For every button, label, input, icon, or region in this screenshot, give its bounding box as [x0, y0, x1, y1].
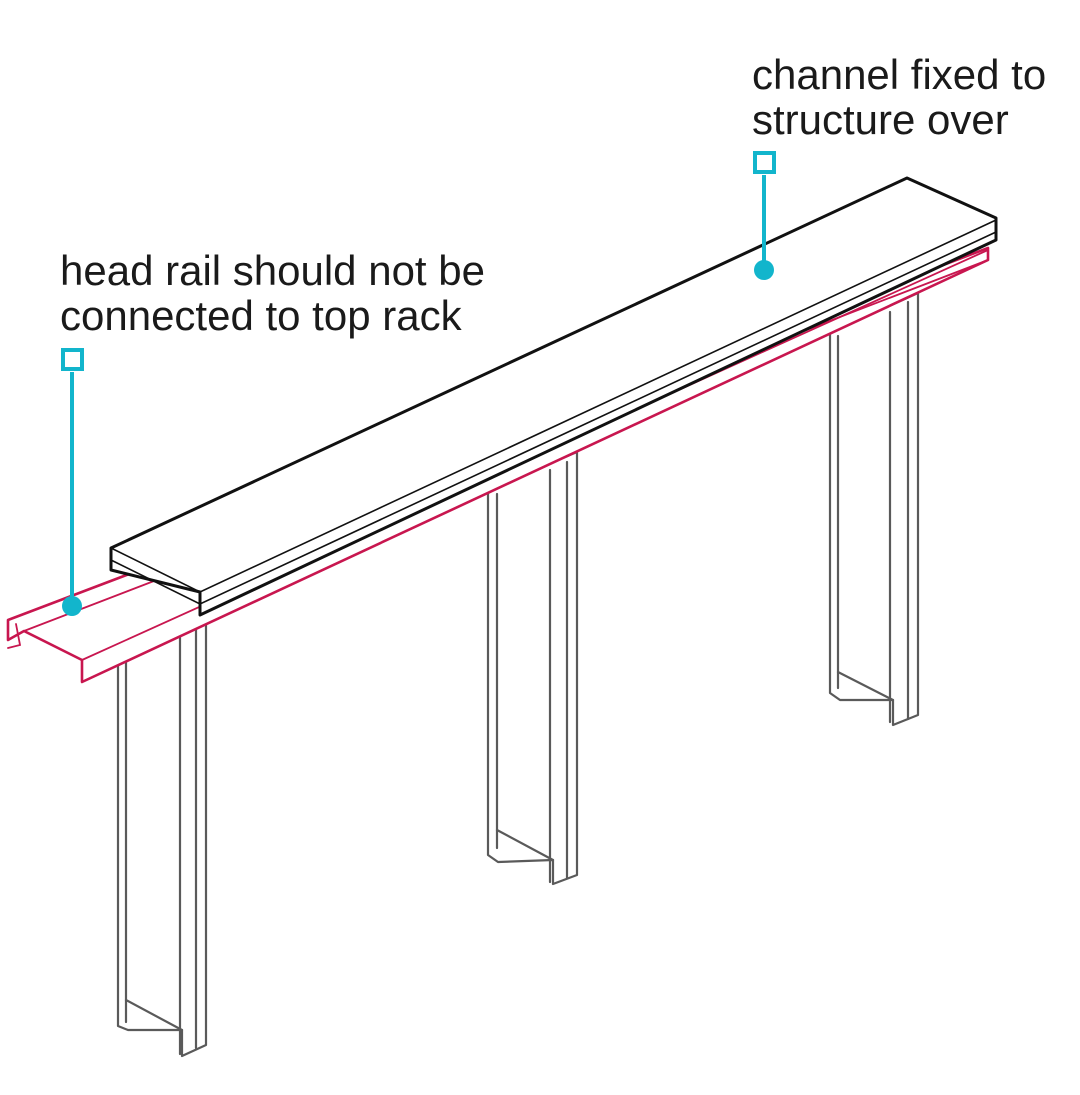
stud-right	[828, 291, 920, 727]
channel-leader-square-icon	[753, 151, 776, 174]
channel-callout-line-2: structure over	[752, 96, 1009, 143]
channel-callout-label: channel fixed to structure over	[752, 52, 1046, 142]
head-rail-leader-dot-icon	[62, 596, 82, 616]
channel	[109, 176, 998, 617]
channel-leader	[753, 151, 776, 280]
head-rail-leader	[61, 348, 84, 616]
head-rail-leader-square-icon	[61, 348, 84, 371]
channel-callout-line-1: channel fixed to	[752, 51, 1047, 98]
head-rail-callout-line-1: head rail should not be	[60, 247, 485, 294]
stud-left	[116, 608, 208, 1058]
head-rail-callout-label: head rail should not be connected to top…	[60, 248, 485, 338]
head-rail-callout-line-2: connected to top rack	[60, 292, 462, 339]
channel-leader-dot-icon	[754, 260, 774, 280]
stud-middle	[486, 450, 579, 886]
